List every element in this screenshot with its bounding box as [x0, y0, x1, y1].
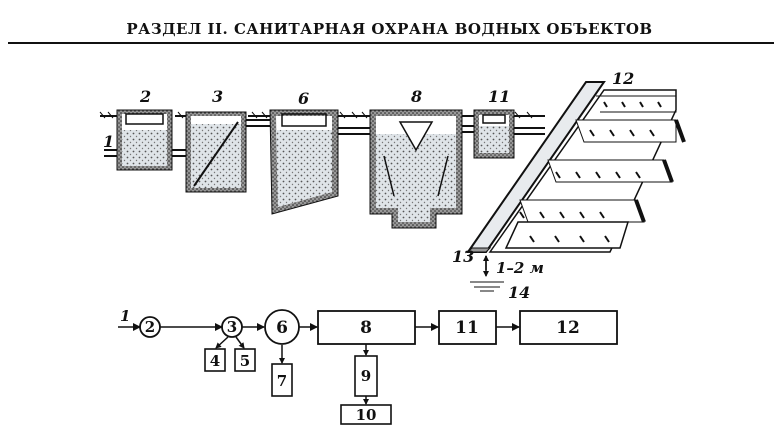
flow-node-7-label: 7 [277, 372, 287, 390]
flow-node-5-label: 5 [240, 352, 250, 370]
flow-inlet-label: 1 [120, 307, 130, 325]
flow-node-5 [234, 348, 256, 372]
flow-node-6-label: 6 [276, 318, 288, 338]
settler-structure [269, 109, 339, 215]
header-rule [8, 42, 774, 44]
dosing-chamber-structure [473, 109, 515, 159]
flow-node-12-label: 12 [556, 318, 580, 338]
flow-chart: 2 3 6 4 5 7 8 9 10 11 12 1 [118, 307, 618, 425]
flow-node-7 [271, 363, 293, 397]
flow-node-2 [139, 316, 161, 338]
ground-hatching [99, 111, 533, 119]
flow-node-11 [438, 310, 497, 345]
scheme-label-grease-trap: 3 [212, 87, 223, 106]
flow-node-8 [317, 310, 416, 345]
scheme-label-septic: 8 [410, 87, 422, 106]
grease-trap-structure [185, 111, 247, 193]
flow-node-10-label: 10 [356, 406, 377, 424]
flow-node-3-label: 3 [227, 318, 237, 336]
flow-node-4 [204, 348, 226, 372]
flow-node-2-label: 2 [145, 318, 155, 336]
groundwater-symbol [470, 281, 504, 292]
irrigation-field [466, 81, 686, 253]
scheme-label-dosing: 11 [488, 87, 510, 106]
flow-node-4-label: 4 [210, 352, 220, 370]
scheme-label-depth: 1–2 м [496, 259, 544, 277]
flow-node-6 [264, 309, 300, 345]
flow-node-12 [519, 310, 618, 345]
scheme-label-inlet: 1 [103, 132, 114, 151]
scheme-label-grit-trap: 2 [139, 87, 151, 106]
flow-node-11-label: 11 [455, 318, 479, 338]
scheme-label-settler: 6 [298, 89, 309, 108]
septic-structure [369, 109, 463, 229]
flow-node-9 [354, 355, 378, 397]
flow-node-9-label: 9 [361, 367, 371, 385]
page-header-title: РАЗДЕЛ II. САНИТАРНАЯ ОХРАНА ВОДНЫХ ОБЪЕ… [126, 20, 653, 38]
scheme-label-field: 12 [612, 69, 634, 88]
flow-node-8-label: 8 [360, 318, 372, 338]
grit-trap-structure [116, 109, 173, 171]
treatment-scheme: 2 3 6 8 11 12 1 13 1–2 м 14 [99, 69, 686, 302]
scheme-label-groundwater: 14 [508, 283, 530, 302]
flow-node-10 [340, 404, 392, 425]
flow-node-3 [221, 316, 243, 338]
scheme-label-drain: 13 [452, 247, 474, 266]
